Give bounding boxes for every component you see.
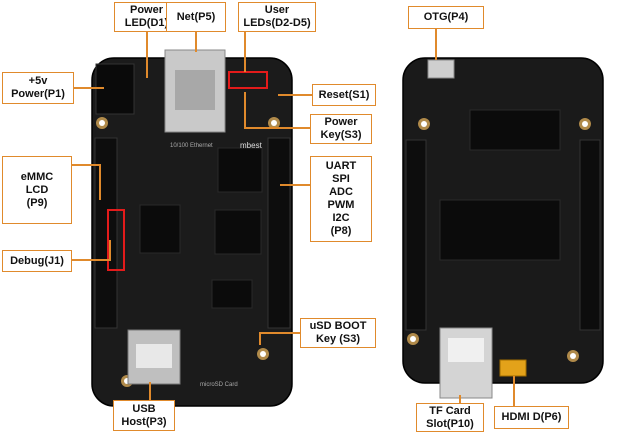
header-p8 <box>267 137 291 329</box>
back-board <box>402 57 604 399</box>
silk-ethernet: 10/100 Ethernet <box>170 143 213 149</box>
leader-lines <box>72 29 515 407</box>
label-power-key: Power Key(S3) <box>310 114 372 144</box>
label-usd-boot: uSD BOOT Key (S3) <box>300 318 376 348</box>
emmc-chip <box>139 204 181 254</box>
label-reset: Reset(S1) <box>312 84 376 106</box>
label-p8-header: UART SPI ADC PWM I2C (P8) <box>310 156 372 242</box>
pmic-chip <box>211 279 253 309</box>
label-debug: Debug(J1) <box>2 250 72 272</box>
user-leds-highlight <box>228 71 268 89</box>
label-otg: OTG(P4) <box>408 6 484 29</box>
hdmi-port <box>499 359 527 377</box>
label-usb-host: USB Host(P3) <box>113 400 175 431</box>
debug-highlight <box>107 209 125 271</box>
label-emmc: eMMC LCD (P9) <box>2 156 72 224</box>
ram-chip <box>214 209 262 255</box>
front-board: 10/100 Ethernet microSD Card mbest <box>91 49 293 407</box>
label-power-5v: +5v Power(P1) <box>2 72 74 104</box>
label-user-leds: User LEDs(D2-D5) <box>238 2 316 32</box>
header-p9 <box>94 137 118 329</box>
label-tf-card: TF Card Slot(P10) <box>416 403 484 432</box>
label-net: Net(P5) <box>166 2 226 32</box>
label-hdmi: HDMI D(P6) <box>494 406 569 429</box>
silk-microsd: microSD Card <box>200 382 238 388</box>
silk-brand: mbest <box>240 141 263 150</box>
otg-port <box>427 59 455 79</box>
processor-chip <box>217 147 263 193</box>
